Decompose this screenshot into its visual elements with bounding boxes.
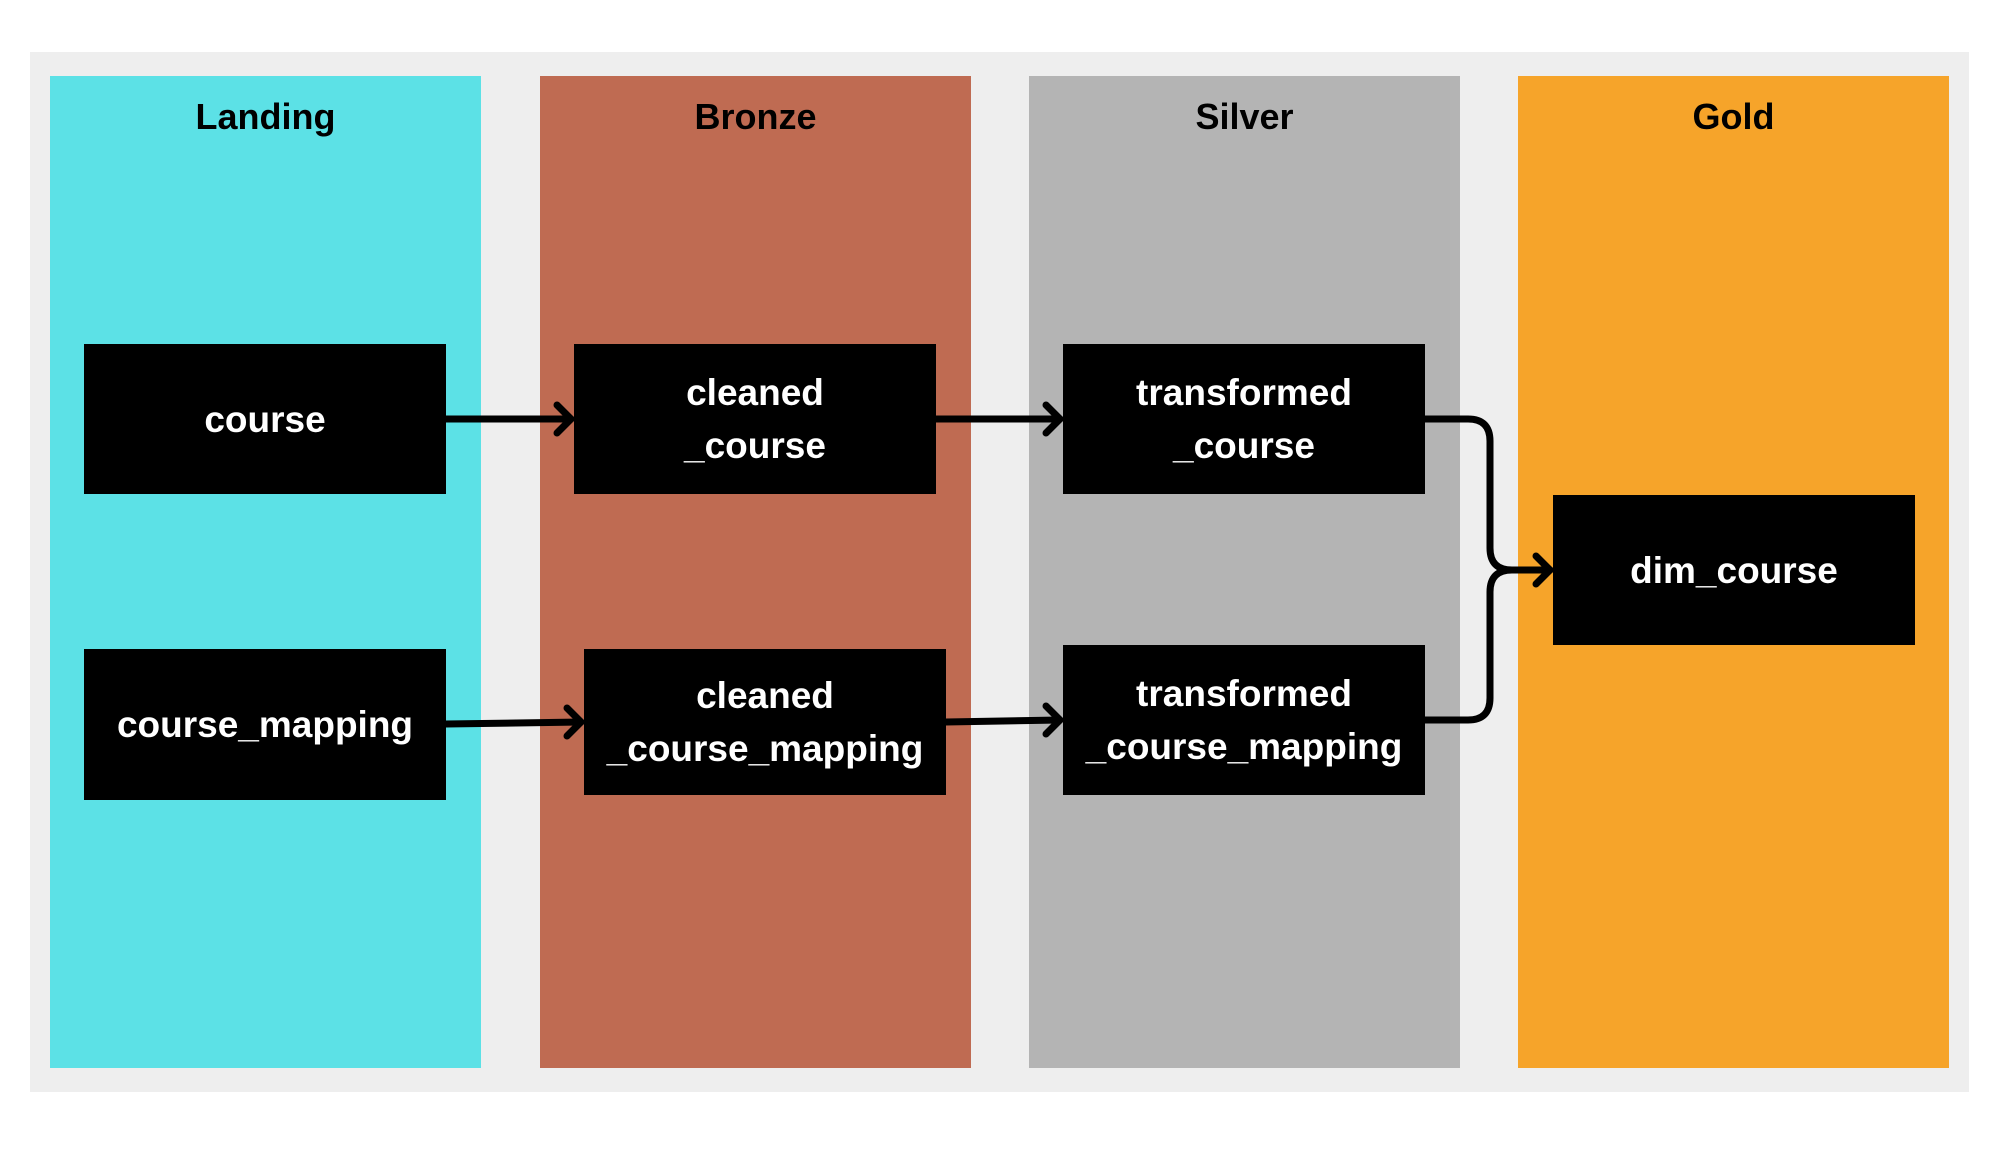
column-title-silver: Silver xyxy=(1195,96,1294,137)
column-title-landing: Landing xyxy=(195,96,336,137)
node-label-line-1: transformed xyxy=(1136,673,1352,714)
node-transformed-course-mapping[interactable]: transformed _course_mapping xyxy=(1063,645,1425,795)
node-label-line-1: cleaned xyxy=(696,675,834,716)
node-label-line-2: _course_mapping xyxy=(1085,726,1403,767)
node-label-line-2: _course xyxy=(684,425,826,466)
node-label: dim_course xyxy=(1630,549,1838,591)
column-silver: Silver xyxy=(1029,76,1460,1068)
node-course-mapping[interactable]: course_mapping xyxy=(84,649,446,800)
node-label-line-1: cleaned xyxy=(686,372,824,413)
node-label: course xyxy=(204,398,326,440)
node-cleaned-course-mapping[interactable]: cleaned _course_mapping xyxy=(584,649,946,795)
node-label-line-2: _course_mapping xyxy=(606,728,924,769)
node-label-line-1: transformed xyxy=(1136,372,1352,413)
node-label: course_mapping xyxy=(116,704,414,745)
node-cleaned-course[interactable]: cleaned _course xyxy=(574,344,936,494)
column-landing: Landing xyxy=(50,76,481,1068)
node-course[interactable]: course xyxy=(84,344,446,494)
column-bronze: Bronze xyxy=(540,76,971,1068)
node-dim-course[interactable]: dim_course xyxy=(1553,495,1915,645)
column-title-gold: Gold xyxy=(1692,96,1775,137)
column-title-bronze: Bronze xyxy=(694,96,817,137)
node-transformed-course[interactable]: transformed _course xyxy=(1063,344,1425,494)
node-label-line-2: _course xyxy=(1173,425,1315,466)
